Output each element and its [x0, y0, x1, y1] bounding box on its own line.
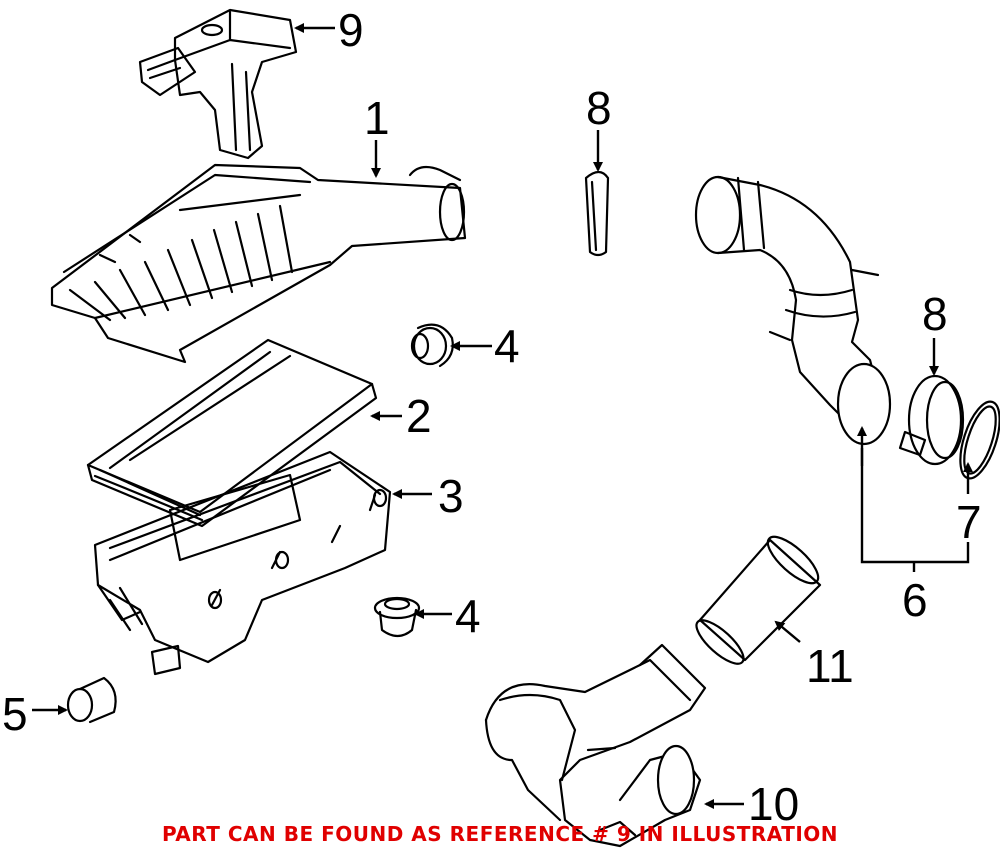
- part-3-lower-air-cleaner-housing: [93, 450, 392, 676]
- part-11-air-tube: [695, 535, 822, 665]
- callout-10: 10: [748, 778, 799, 830]
- part-10-resonator-duct: [484, 643, 707, 848]
- callout-7: 7: [956, 496, 982, 548]
- part-2-air-filter-element: [86, 338, 378, 528]
- part-9-mass-air-flow-sensor: [138, 8, 298, 160]
- part-4-grommet-upper: [410, 323, 454, 368]
- callout-11: 11: [806, 640, 854, 692]
- part-8-clamp-lower: [898, 374, 965, 466]
- part-1-upper-air-cleaner-housing: [50, 163, 467, 364]
- reference-note: PART CAN BE FOUND AS REFERENCE # 9 IN IL…: [161, 822, 839, 846]
- part-6-intake-hose: [694, 175, 892, 446]
- callout-4-lower: 4: [455, 590, 481, 642]
- leader-lines: [32, 23, 973, 809]
- callout-8-upper: 8: [586, 82, 612, 134]
- callout-5: 5: [2, 688, 28, 740]
- callout-3: 3: [438, 470, 464, 522]
- callout-9: 9: [338, 4, 364, 56]
- part-5-drain-valve: [66, 676, 117, 724]
- callout-6: 6: [902, 574, 928, 626]
- callout-8-right: 8: [922, 288, 948, 340]
- part-8-clamp-upper: [584, 170, 610, 257]
- part-4-grommet-lower: [373, 596, 421, 638]
- callout-4-upper: 4: [494, 320, 520, 372]
- callout-2: 2: [406, 390, 432, 442]
- callout-1: 1: [364, 92, 390, 144]
